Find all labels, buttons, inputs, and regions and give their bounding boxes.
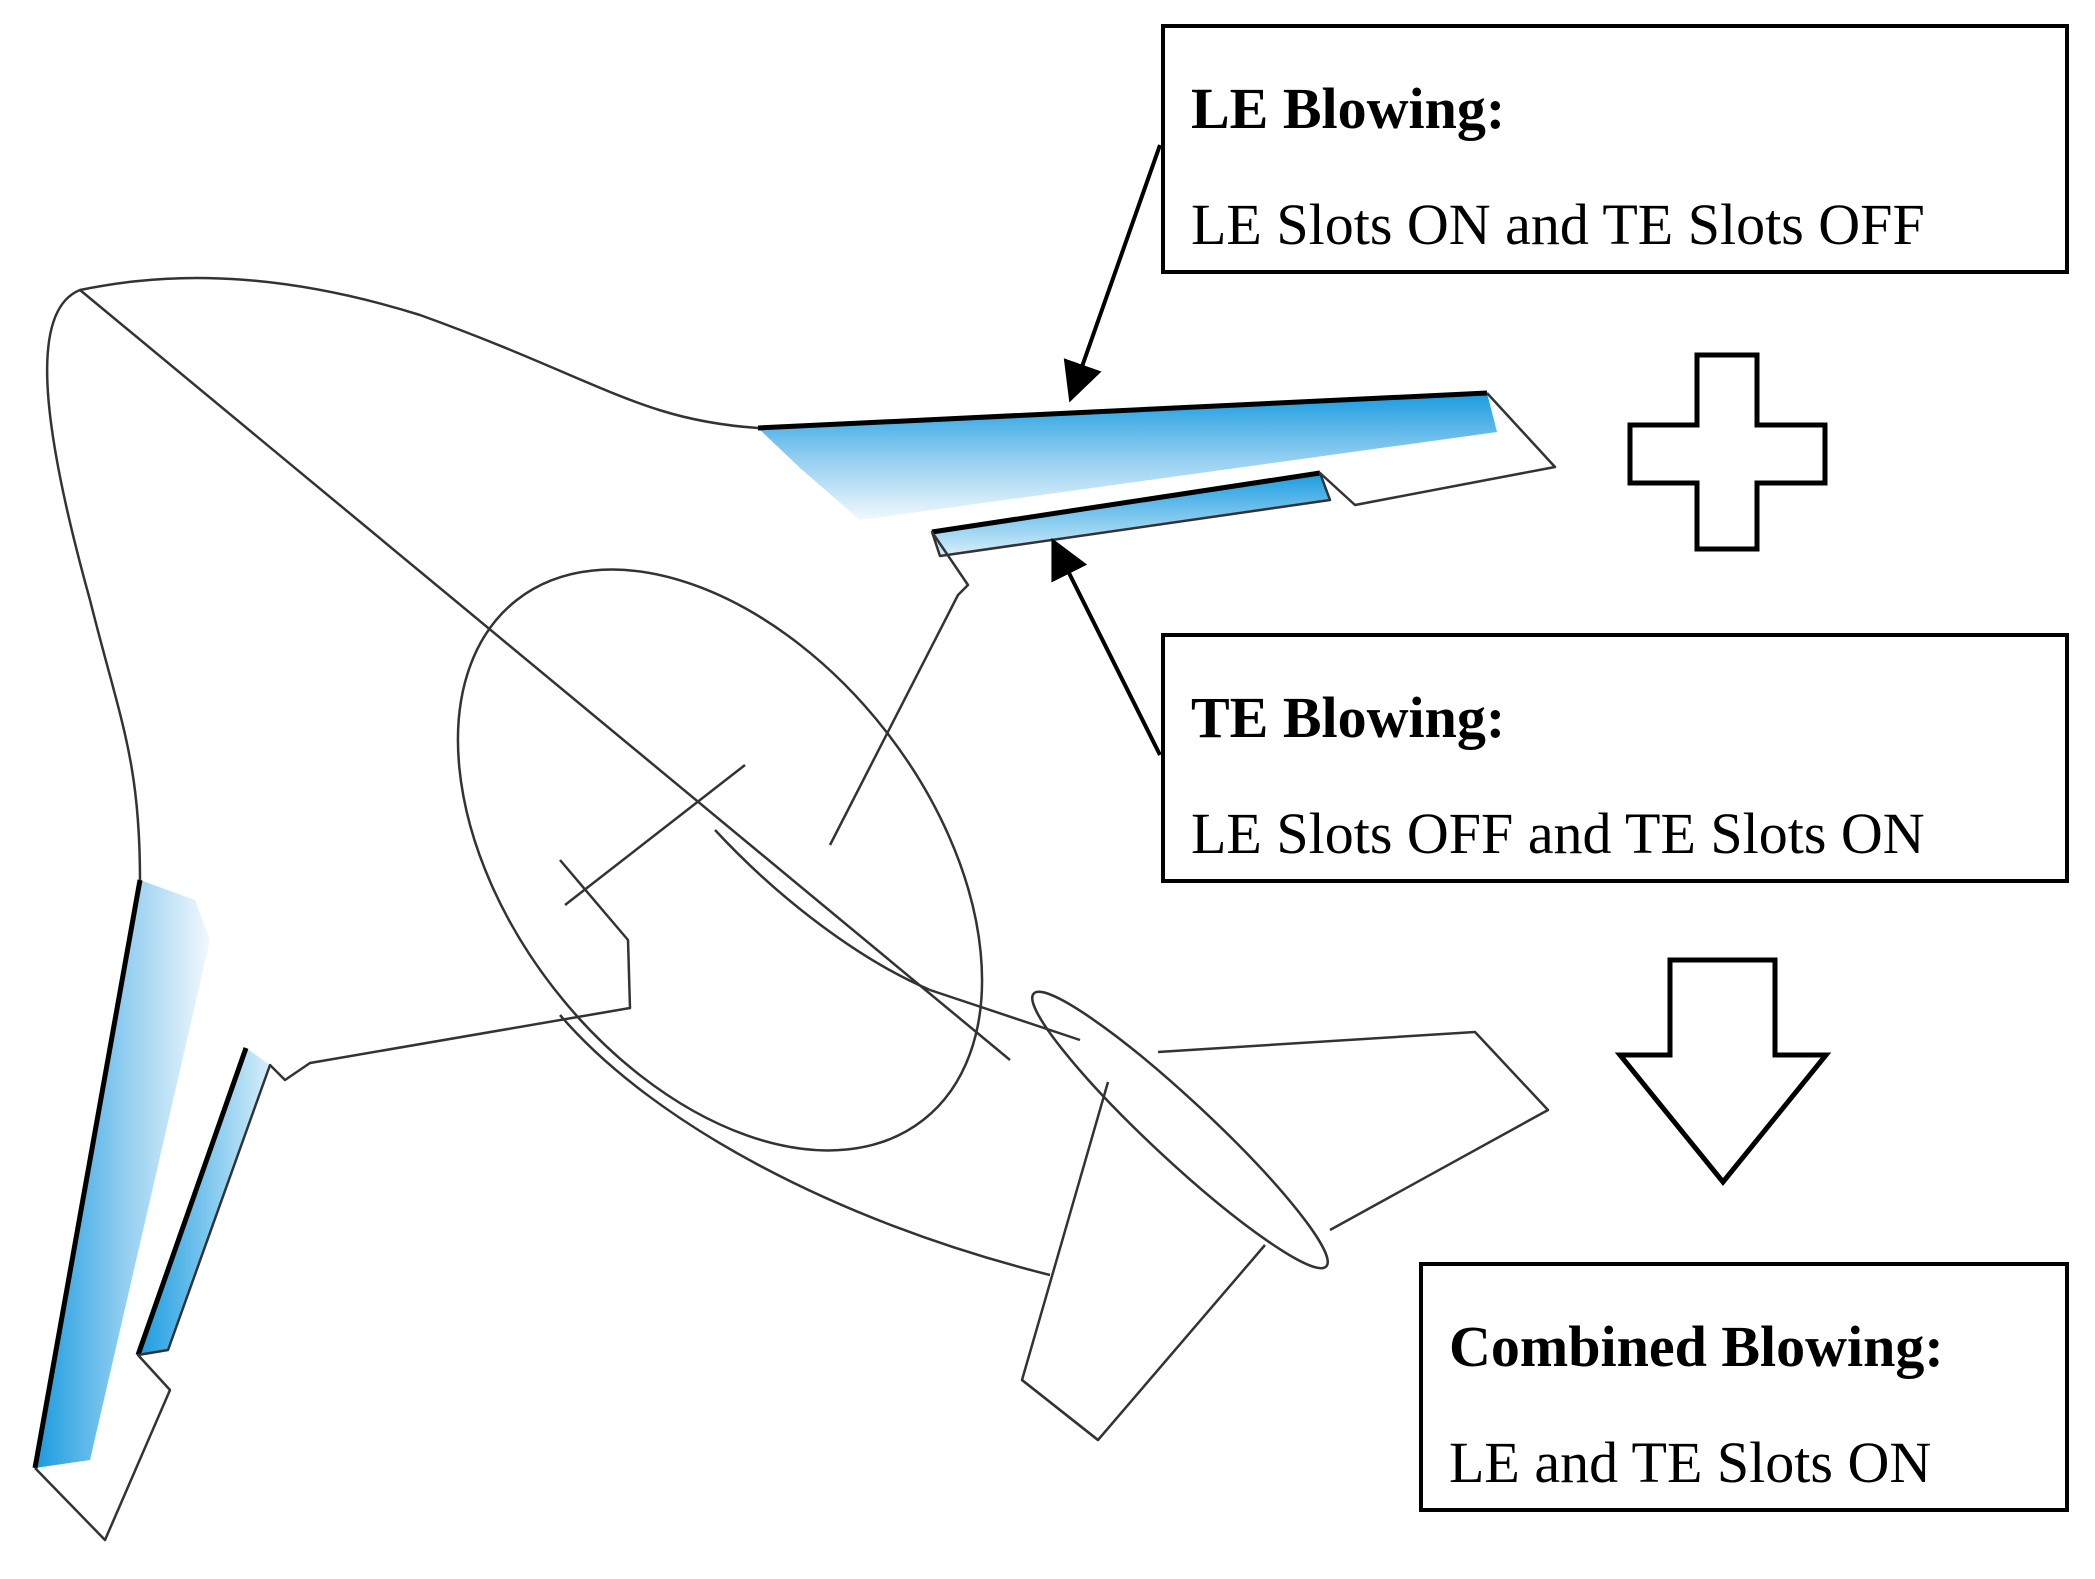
fuselage-spine [714, 829, 931, 992]
down-arrow-icon [1614, 957, 1832, 1186]
left-wing-le-slot-edge [32, 879, 143, 1469]
horizontal-tail-right [1157, 1030, 1550, 1232]
wing-body-outline [45, 276, 759, 881]
le-blowing-title: LE Blowing: [1191, 76, 1506, 141]
right-wing-le-slot [758, 393, 1497, 520]
left-wing-te-slot [138, 1048, 270, 1355]
left-wing-le-slot [35, 880, 210, 1468]
fuselage-lower [559, 1014, 1051, 1277]
nacelle-section-line [564, 764, 746, 906]
vertical-tail [1031, 990, 1329, 1270]
aircraft-outline [34, 276, 1557, 1542]
te-pointer-arrow [1051, 537, 1162, 756]
combined-blowing-box: Combined Blowing: LE and TE Slots ON [1419, 1262, 2069, 1512]
right-wing-outline [828, 392, 1557, 846]
te-blowing-box: TE Blowing: LE Slots OFF and TE Slots ON [1161, 633, 2069, 883]
left-wing-te-slot-edge [135, 1047, 249, 1356]
plus-icon [1627, 352, 1828, 552]
le-pointer-arrow [1063, 144, 1162, 403]
te-blowing-description: LE Slots OFF and TE Slots ON [1191, 801, 1925, 866]
left-wing-outline [34, 859, 632, 1542]
engine-nacelle [456, 568, 984, 1152]
te-blowing-title: TE Blowing: [1191, 685, 1506, 750]
le-blowing-description: LE Slots ON and TE Slots OFF [1191, 192, 1925, 257]
tail-left-tip [1021, 1379, 1099, 1441]
right-wing-te-slot-edge [931, 470, 1321, 535]
tail-root-line [929, 988, 1081, 1042]
right-wing-le-slot-edge [757, 390, 1488, 431]
le-blowing-box: LE Blowing: LE Slots ON and TE Slots OFF [1161, 24, 2069, 274]
nose-line [79, 289, 1011, 1061]
combined-blowing-description: LE and TE Slots ON [1449, 1430, 1932, 1495]
combined-blowing-title: Combined Blowing: [1449, 1314, 1944, 1379]
right-wing-te-slot [932, 473, 1330, 556]
